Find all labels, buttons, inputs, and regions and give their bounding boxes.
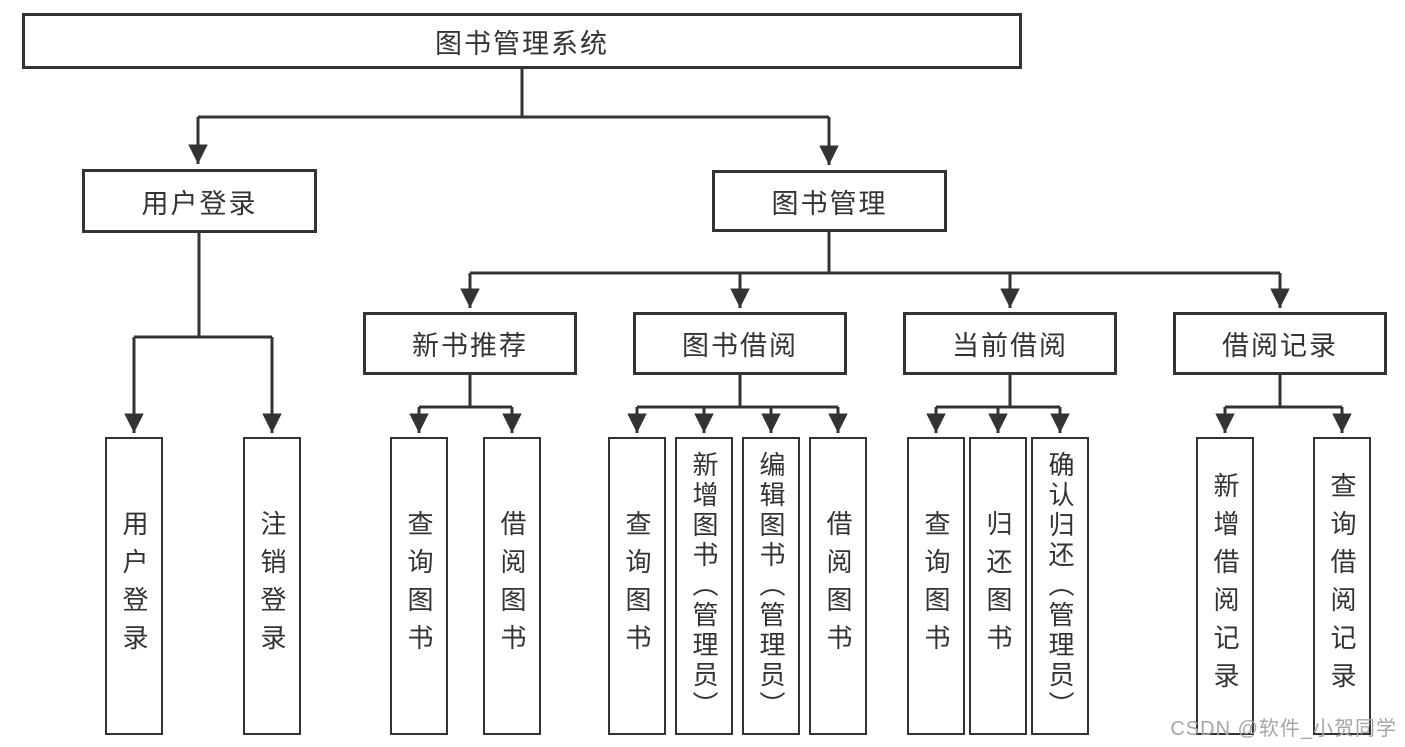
node-confirm-return-admin-label: 确认归还（管理员）: [1045, 451, 1075, 721]
node-current-borrowing-label: 当前借阅: [952, 331, 1068, 361]
node-confirm-return-admin: 确认归还（管理员）: [1031, 437, 1089, 735]
node-library-management-system: 图书管理系统: [22, 13, 1022, 69]
node-return-books-label: 归还图书: [983, 510, 1013, 662]
node-new-book-recommendation-label: 新书推荐: [412, 331, 528, 361]
node-borrow-books-label: 借阅图书: [823, 510, 853, 662]
node-borrow-books-recommend: 借阅图书: [483, 437, 541, 735]
node-query-borrow-record: 查询借阅记录: [1313, 437, 1371, 735]
node-query-borrow-record-label: 查询借阅记录: [1327, 472, 1357, 700]
node-current-borrowing: 当前借阅: [903, 312, 1117, 375]
node-borrowing-records: 借阅记录: [1173, 312, 1387, 375]
node-add-book-admin: 新增图书（管理员）: [675, 437, 733, 735]
node-add-book-admin-label: 新增图书（管理员）: [689, 451, 719, 721]
node-book-borrowing-label: 图书借阅: [682, 331, 798, 361]
node-user-login-leaf: 用户登录: [105, 437, 163, 735]
node-new-book-recommendation: 新书推荐: [363, 312, 577, 375]
csdn-watermark: CSDN @软件_小贺同学: [1170, 718, 1397, 740]
node-add-borrow-record-label: 新增借阅记录: [1210, 472, 1240, 700]
node-book-management-label: 图书管理: [771, 188, 888, 219]
node-user-login-label: 用户登录: [141, 188, 258, 219]
node-query-books-current-label: 查询图书: [921, 510, 951, 662]
node-add-borrow-record: 新增借阅记录: [1196, 437, 1254, 735]
node-borrow-books-recommend-label: 借阅图书: [497, 510, 527, 662]
node-borrow-books: 借阅图书: [809, 437, 867, 735]
node-query-books-recommend: 查询图书: [390, 437, 448, 735]
node-library-management-system-label: 图书管理系统: [435, 28, 609, 59]
node-return-books: 归还图书: [969, 437, 1027, 735]
node-edit-book-admin-label: 编辑图书（管理员）: [756, 451, 786, 721]
node-query-books-borrow-label: 查询图书: [622, 510, 652, 662]
node-logout-label: 注销登录: [257, 510, 287, 662]
node-query-books-current: 查询图书: [907, 437, 965, 735]
node-query-books-borrow: 查询图书: [608, 437, 666, 735]
node-query-books-recommend-label: 查询图书: [404, 510, 434, 662]
node-edit-book-admin: 编辑图书（管理员）: [742, 437, 800, 735]
node-logout: 注销登录: [243, 437, 301, 735]
node-borrowing-records-label: 借阅记录: [1222, 331, 1338, 361]
node-user-login-leaf-label: 用户登录: [119, 510, 149, 662]
node-book-management: 图书管理: [712, 170, 947, 232]
node-book-borrowing: 图书借阅: [633, 312, 847, 375]
node-user-login: 用户登录: [82, 169, 317, 233]
